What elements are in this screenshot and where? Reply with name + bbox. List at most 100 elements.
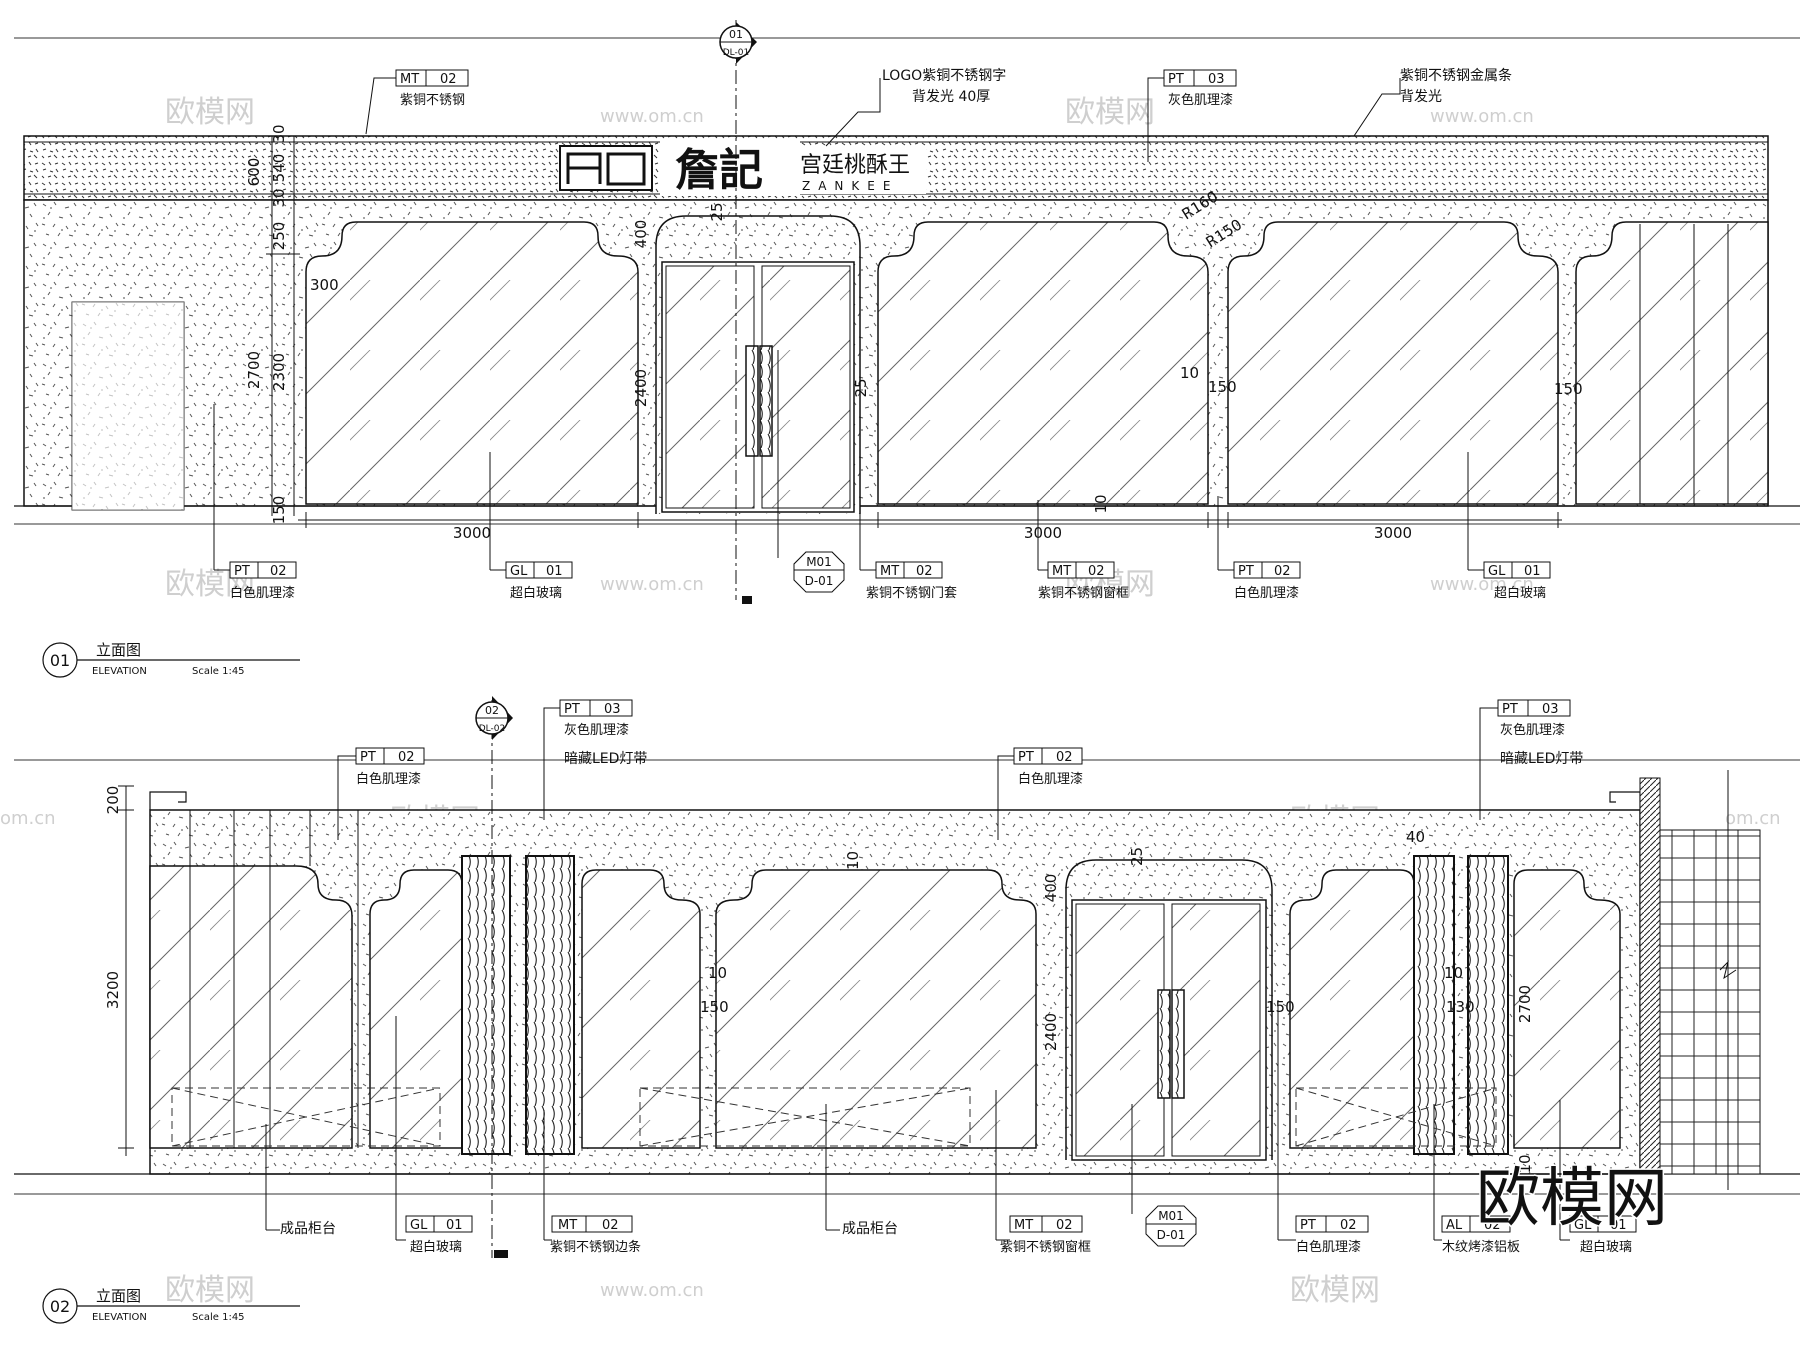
material-tag: AL 02 木纹烤漆铝板 bbox=[1441, 1215, 1520, 1255]
wood-column bbox=[525, 855, 575, 1155]
svg-text:540: 540 bbox=[270, 154, 288, 183]
drawing-number: 01 bbox=[50, 651, 70, 670]
display-window bbox=[1227, 221, 1559, 505]
svg-text:白色肌理漆: 白色肌理漆 bbox=[1296, 1239, 1361, 1255]
material-tag: MT 02 紫铜不锈钢窗框 bbox=[1000, 1215, 1091, 1255]
svg-text:02: 02 bbox=[1274, 564, 1291, 579]
dimension-left bbox=[266, 135, 300, 516]
svg-text:PT: PT bbox=[1502, 702, 1518, 717]
watermark-site: www.om.cn bbox=[600, 106, 704, 127]
elevation-01: 詹記 宫廷桃酥王 ZANKEE bbox=[14, 20, 1800, 678]
svg-text:紫铜不锈钢: 紫铜不锈钢 bbox=[400, 93, 465, 108]
svg-text:3000: 3000 bbox=[1024, 524, 1062, 542]
svg-text:03: 03 bbox=[604, 702, 621, 717]
svg-text:白色肌理漆: 白色肌理漆 bbox=[356, 771, 421, 787]
wood-column bbox=[461, 855, 511, 1155]
elevation-02: 02 DL-02 PT 02 白色肌理漆 PT 03 灰色肌理漆 暗藏LED灯带… bbox=[14, 696, 1800, 1324]
wood-column bbox=[1467, 855, 1509, 1155]
svg-text:MT: MT bbox=[1052, 564, 1071, 579]
drawing-number: 02 bbox=[50, 1297, 70, 1316]
svg-text:02: 02 bbox=[1056, 1218, 1073, 1233]
svg-text:02: 02 bbox=[440, 72, 457, 87]
svg-text:400: 400 bbox=[1042, 874, 1060, 903]
svg-text:M01: M01 bbox=[1158, 1209, 1184, 1223]
svg-text:02: 02 bbox=[602, 1218, 619, 1233]
svg-text:PT: PT bbox=[234, 564, 250, 579]
material-tag: MT 02 紫铜不锈钢边条 bbox=[550, 1215, 641, 1255]
svg-text:超白玻璃: 超白玻璃 bbox=[510, 585, 562, 601]
svg-text:GL: GL bbox=[510, 564, 528, 579]
svg-text:GL: GL bbox=[1574, 1218, 1592, 1233]
section-marker-sheet: DL-01 bbox=[723, 48, 750, 58]
material-tag: PT 02 白色肌理漆 bbox=[997, 747, 1083, 840]
svg-text:紫铜不锈钢金属条: 紫铜不锈钢金属条 bbox=[1400, 67, 1512, 84]
drawing-scale: Scale 1:45 bbox=[192, 1312, 245, 1323]
svg-text:200: 200 bbox=[104, 786, 122, 815]
display-window bbox=[305, 221, 639, 505]
watermark-brand: 欧模网 bbox=[1065, 95, 1155, 130]
drawing-title-text: 立面图 bbox=[96, 1287, 141, 1305]
svg-text:02: 02 bbox=[398, 750, 415, 765]
watermark-site: www.om.cn bbox=[1430, 574, 1534, 595]
watermark-site: www.om.cn bbox=[1430, 106, 1534, 127]
svg-text:2300: 2300 bbox=[270, 353, 288, 391]
material-tag: MT 02 紫铜不锈钢窗框 bbox=[1038, 561, 1129, 601]
svg-text:MT: MT bbox=[400, 72, 419, 87]
material-tag: PT 03 灰色肌理漆 bbox=[1147, 69, 1237, 162]
watermark-brand: 欧模网 bbox=[165, 1273, 255, 1308]
drawing-subtitle: ELEVATION bbox=[92, 666, 147, 677]
svg-text:3000: 3000 bbox=[453, 524, 491, 542]
watermark-brand: 欧模网 bbox=[165, 95, 255, 130]
display-window bbox=[715, 869, 1037, 1149]
brand-logo: 詹記 宫廷桃酥王 ZANKEE bbox=[559, 140, 926, 196]
display-window bbox=[149, 865, 353, 1149]
svg-text:PT: PT bbox=[1238, 564, 1254, 579]
svg-text:MT: MT bbox=[558, 1218, 577, 1233]
display-window bbox=[1289, 869, 1415, 1149]
counter-outline bbox=[171, 1087, 1497, 1147]
display-window bbox=[877, 221, 1209, 505]
svg-text:2400: 2400 bbox=[1042, 1013, 1060, 1051]
display-window bbox=[1575, 221, 1769, 505]
svg-text:M01: M01 bbox=[806, 555, 832, 569]
door-tag: M01 D-01 bbox=[1145, 1205, 1197, 1247]
svg-text:紫铜不锈钢窗框: 紫铜不锈钢窗框 bbox=[1038, 585, 1129, 601]
display-window bbox=[369, 869, 463, 1149]
svg-text:150: 150 bbox=[700, 998, 729, 1016]
callout-logo: LOGO紫铜不锈钢字 背发光 40厚 bbox=[825, 68, 1006, 147]
material-tag: PT 02 白色肌理漆 bbox=[337, 747, 425, 840]
svg-text:10: 10 bbox=[844, 851, 862, 870]
drawing-title-text: 立面图 bbox=[96, 641, 141, 659]
material-tag: GL 01 超白玻璃 bbox=[1483, 561, 1551, 601]
drawing-scale: Scale 1:45 bbox=[192, 666, 245, 677]
svg-text:10: 10 bbox=[1092, 494, 1110, 513]
svg-text:400: 400 bbox=[632, 220, 650, 249]
svg-text:150: 150 bbox=[1208, 378, 1237, 396]
svg-text:600: 600 bbox=[245, 158, 263, 187]
svg-text:10: 10 bbox=[1516, 1154, 1534, 1173]
svg-text:2400: 2400 bbox=[632, 369, 650, 407]
svg-text:GL: GL bbox=[410, 1218, 428, 1233]
svg-text:3000: 3000 bbox=[1374, 524, 1412, 542]
svg-text:紫铜不锈钢边条: 紫铜不锈钢边条 bbox=[550, 1239, 641, 1255]
svg-text:10: 10 bbox=[1444, 964, 1463, 982]
svg-text:紫铜不锈钢窗框: 紫铜不锈钢窗框 bbox=[1000, 1239, 1091, 1255]
svg-text:2700: 2700 bbox=[245, 351, 263, 389]
svg-text:25: 25 bbox=[852, 378, 870, 397]
entrance-door bbox=[1065, 859, 1273, 1161]
material-tag: GL 01 超白玻璃 bbox=[505, 561, 573, 601]
svg-text:01: 01 bbox=[446, 1218, 463, 1233]
counter-label: 成品柜台 bbox=[842, 1221, 898, 1237]
brand-en: ZANKEE bbox=[802, 179, 898, 193]
section-marker: 02 DL-02 bbox=[475, 696, 513, 740]
material-tag: PT 02 白色肌理漆 bbox=[1295, 1215, 1369, 1255]
watermark-site: om.cn bbox=[0, 808, 56, 829]
svg-text:PT: PT bbox=[1018, 750, 1034, 765]
brand-slogan: 宫廷桃酥王 bbox=[800, 153, 910, 178]
svg-text:130: 130 bbox=[1446, 998, 1475, 1016]
svg-text:10: 10 bbox=[1180, 364, 1199, 382]
svg-text:D-01: D-01 bbox=[1157, 1228, 1186, 1242]
brand-logo-text: 詹記 bbox=[675, 145, 763, 196]
svg-text:D-01: D-01 bbox=[805, 574, 834, 588]
